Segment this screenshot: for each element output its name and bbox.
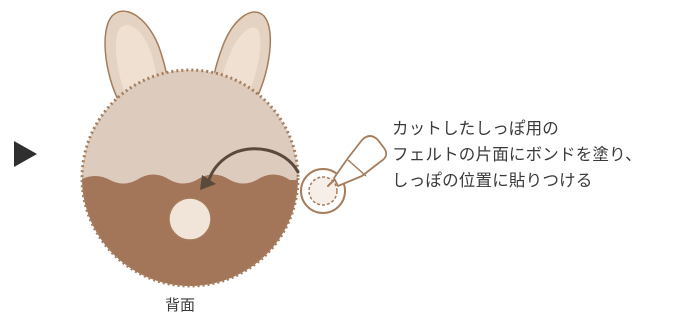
caption-back-view: 背面 bbox=[165, 296, 196, 314]
step-marker-icon bbox=[14, 141, 37, 167]
placement-arrow bbox=[200, 147, 300, 190]
arrow-head-icon bbox=[200, 175, 216, 190]
instruction-text: カットしたしっぽ用の フェルトの片面にボンドを塗り、 しっぽの位置に貼りつける bbox=[392, 116, 642, 194]
tail-circle bbox=[168, 197, 212, 241]
bunny-head-back bbox=[80, 68, 300, 288]
instruction-line-2: フェルトの片面にボンドを塗り、 bbox=[392, 145, 642, 164]
instruction-line-1: カットしたしっぽ用の bbox=[392, 119, 559, 138]
instruction-line-3: しっぽの位置に貼りつける bbox=[392, 171, 593, 190]
glue-bottle-icon bbox=[327, 135, 388, 187]
